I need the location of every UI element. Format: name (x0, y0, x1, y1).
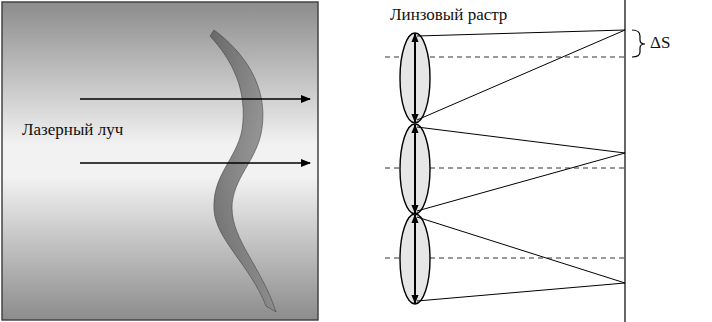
lens-arrow (414, 215, 416, 251)
wavefront (210, 30, 276, 312)
ray (417, 153, 625, 211)
ray (417, 30, 625, 120)
lens-arrow (414, 161, 416, 177)
detector-plane (624, 0, 625, 322)
beam-label: Лазерный луч (22, 121, 123, 140)
shift-brace (632, 30, 645, 57)
lens-array-label: Линзовый растр (390, 6, 507, 25)
lens-arrow (414, 34, 416, 70)
lens-arrow (414, 177, 416, 213)
ray (417, 217, 625, 283)
lens-arrow (414, 70, 416, 86)
ray (417, 127, 625, 153)
ray (417, 283, 625, 301)
ray (417, 30, 625, 36)
lens-arrow (414, 251, 416, 267)
beam-panel (2, 2, 318, 320)
lens-arrow (414, 125, 416, 161)
lens (400, 33, 430, 123)
lens (400, 214, 430, 304)
lens (400, 124, 430, 214)
lens-arrow (414, 267, 416, 303)
lens-arrow (414, 86, 416, 122)
beam-arrow (80, 98, 310, 100)
shift-label: ΔS (650, 34, 670, 53)
beam-arrow (80, 162, 310, 164)
